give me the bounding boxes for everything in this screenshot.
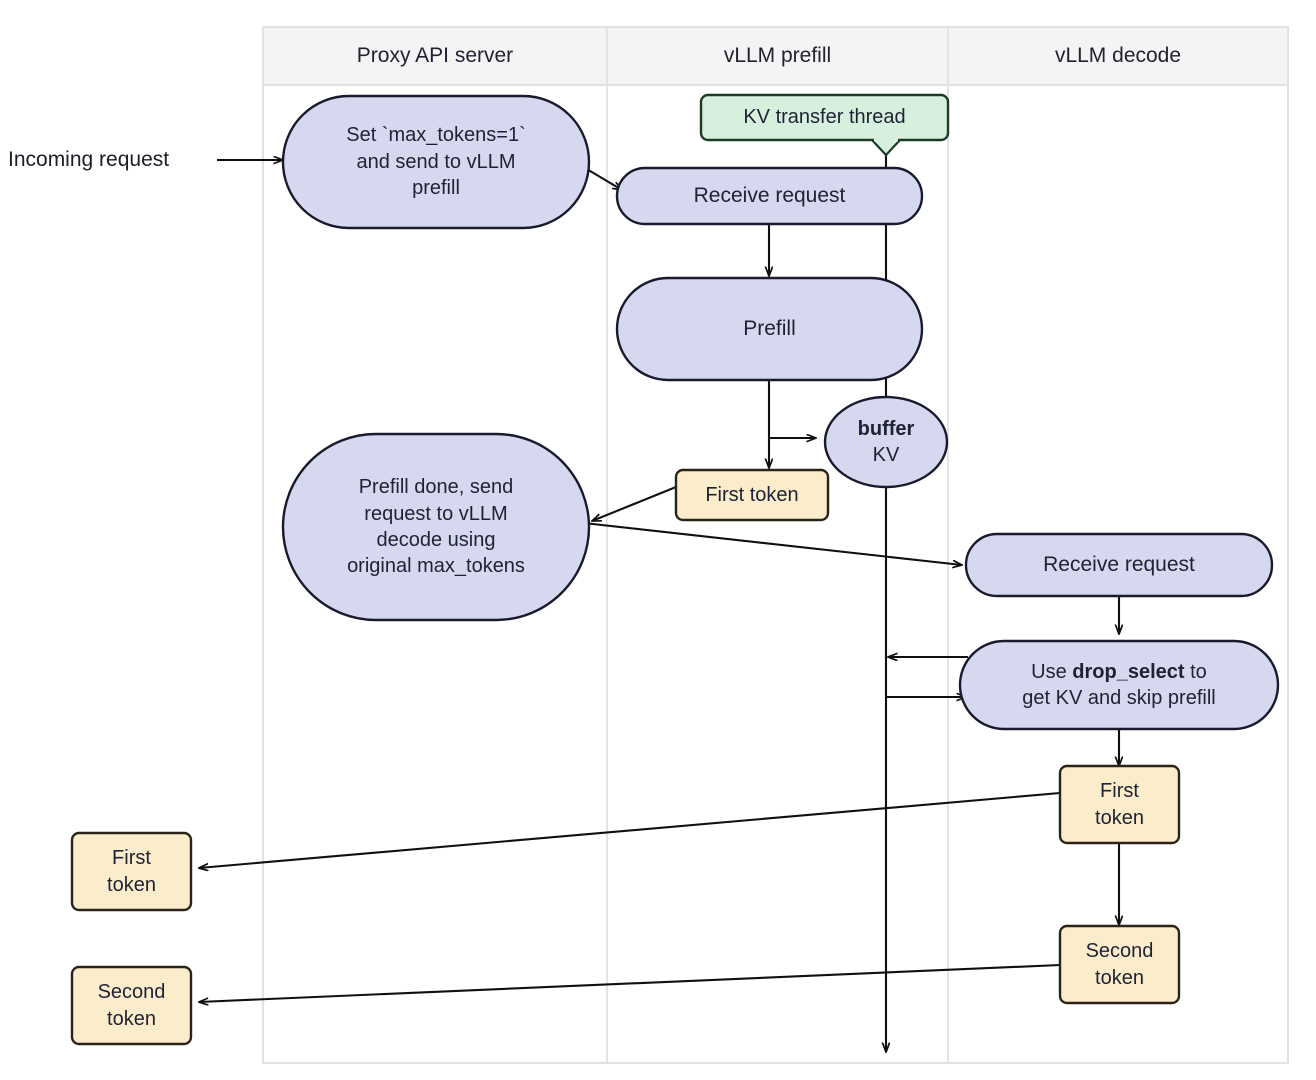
node-prefill-receive-request[interactable] bbox=[615, 166, 924, 226]
node-proxy-second-token[interactable] bbox=[70, 965, 193, 1046]
label-incoming-request: Incoming request bbox=[8, 148, 170, 171]
node-prefill-done[interactable] bbox=[281, 432, 591, 622]
lane-title-prefill: vLLM prefill bbox=[723, 44, 832, 67]
lane-title-decode: vLLM decode bbox=[1054, 44, 1182, 67]
edge-decode-first-token-to-proxy bbox=[199, 791, 1061, 868]
edge-prefill-done-to-decode-receive bbox=[583, 521, 962, 565]
note-tail bbox=[871, 139, 901, 157]
node-proxy-first-token[interactable] bbox=[70, 831, 193, 912]
node-kv-transfer-thread[interactable] bbox=[699, 93, 950, 142]
node-layer bbox=[70, 93, 1280, 1046]
node-decode-receive-request[interactable] bbox=[964, 532, 1274, 598]
node-decode-second-token[interactable] bbox=[1058, 924, 1181, 1005]
lane-title-proxy: Proxy API server bbox=[356, 44, 514, 67]
edge-decode-second-token-to-proxy bbox=[199, 963, 1061, 1002]
node-decode-first-token[interactable] bbox=[1058, 764, 1181, 845]
node-prefill[interactable] bbox=[615, 276, 924, 382]
edge-first-token-to-prefill-done bbox=[592, 486, 677, 522]
node-buffer-kv[interactable] bbox=[823, 395, 949, 489]
node-drop-select[interactable] bbox=[958, 639, 1280, 731]
node-prefill-first-token[interactable] bbox=[674, 468, 830, 522]
node-set-max-tokens[interactable] bbox=[281, 94, 591, 230]
